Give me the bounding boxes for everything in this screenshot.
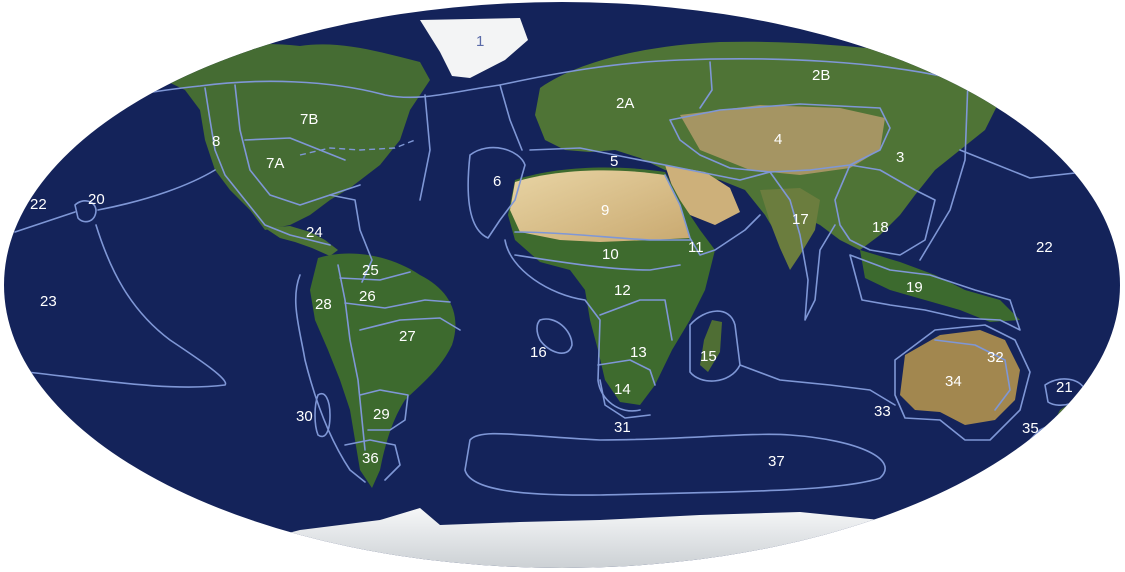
boundary-7a-7b-dashed xyxy=(299,139,416,156)
region-label-25: 25 xyxy=(362,262,379,279)
region-label-17: 17 xyxy=(792,211,809,228)
region-label-8: 8 xyxy=(212,133,220,150)
region-label-14: 14 xyxy=(614,381,631,398)
boundary-region-36 xyxy=(344,439,401,481)
boundary-south-america-inner xyxy=(337,264,366,451)
boundary-africa-east xyxy=(664,174,761,256)
region-label-33: 33 xyxy=(874,403,891,420)
region-label-26: 26 xyxy=(359,288,376,305)
region-label-16: 16 xyxy=(530,344,547,361)
region-label-21: 21 xyxy=(1056,379,1073,396)
region-label-10: 10 xyxy=(602,246,619,263)
boundary-pacific-northwest xyxy=(14,169,216,233)
boundary-australia-inner xyxy=(934,339,1011,411)
boundary-2a-2b xyxy=(699,61,713,109)
boundary-north-america-west xyxy=(204,87,331,246)
region-label-2b: 2B xyxy=(812,67,830,84)
india-landmass xyxy=(760,188,820,270)
greenland-landmass xyxy=(420,18,528,78)
southeast-asia-islands xyxy=(860,250,1020,322)
region-label-4: 4 xyxy=(774,131,782,148)
boundary-indian-ocean xyxy=(739,364,896,406)
arabia-landmass xyxy=(665,165,740,225)
region-label-18: 18 xyxy=(872,219,889,236)
region-label-2a: 2A xyxy=(616,95,634,112)
boundary-africa-central xyxy=(599,299,673,341)
region-label-30: 30 xyxy=(296,408,313,425)
region-label-3: 3 xyxy=(896,149,904,166)
central-america-landmass xyxy=(265,226,338,256)
boundary-region-31 xyxy=(599,379,651,419)
region-label-7a: 7A xyxy=(266,155,284,172)
region-label-28: 28 xyxy=(315,296,332,313)
region-label-22-east: 22 xyxy=(1036,239,1053,256)
central-asia-arid xyxy=(680,105,885,175)
region-label-9: 9 xyxy=(601,202,609,219)
boundary-region-29 xyxy=(359,389,409,431)
region-label-35: 35 xyxy=(1022,420,1039,437)
boundary-region-17 xyxy=(769,171,836,321)
region-boundaries xyxy=(9,58,1120,496)
boundary-region-20 xyxy=(74,200,97,223)
region-label-1: 1 xyxy=(476,33,484,50)
region-label-19: 19 xyxy=(906,279,923,296)
boundary-region-19 xyxy=(849,254,1021,331)
region-label-12: 12 xyxy=(614,282,631,299)
sahara-desert xyxy=(510,170,690,242)
boundary-region-27 xyxy=(359,317,461,331)
region-label-13: 13 xyxy=(630,344,647,361)
region-labels: 1 2A 2B 3 4 5 6 7A 7B 8 9 10 11 12 13 14… xyxy=(30,33,1073,470)
australia-landmass xyxy=(900,330,1020,425)
boundary-region-37 xyxy=(464,432,886,496)
region-label-34: 34 xyxy=(945,373,962,390)
region-label-15: 15 xyxy=(700,348,717,365)
region-label-32: 32 xyxy=(987,349,1004,366)
region-label-5: 5 xyxy=(610,153,618,170)
region-label-29: 29 xyxy=(373,406,390,423)
boundary-region-30 xyxy=(314,393,331,438)
boundary-atlantic-west-africa xyxy=(504,239,641,412)
boundary-region-16 xyxy=(536,318,573,354)
region-label-37: 37 xyxy=(768,453,785,470)
boundary-australia xyxy=(894,324,1031,441)
boundary-south-america-west xyxy=(294,274,366,483)
region-label-20: 20 xyxy=(88,191,105,208)
region-label-27: 27 xyxy=(399,328,416,345)
region-label-31: 31 xyxy=(614,419,631,436)
boundary-region-5 xyxy=(529,147,771,181)
boundary-7a-7b xyxy=(244,137,346,161)
boundary-gulf xyxy=(329,194,373,283)
region-label-36: 36 xyxy=(362,450,379,467)
boundary-region-23 xyxy=(9,224,227,388)
boundary-sahel-south xyxy=(514,254,681,271)
madagascar-landmass xyxy=(700,320,722,372)
boundary-sahara-south xyxy=(514,231,691,241)
boundary-region-18 xyxy=(834,164,936,256)
region-label-7b: 7B xyxy=(300,111,318,128)
boundary-africa-south xyxy=(597,359,656,386)
region-label-11: 11 xyxy=(688,239,704,256)
region-label-6: 6 xyxy=(493,173,501,190)
boundary-pacific-west-22 xyxy=(919,79,969,261)
north-america-landmass xyxy=(150,43,430,230)
boundary-region-6 xyxy=(467,146,526,239)
region-label-22-west: 22 xyxy=(30,196,47,213)
boundary-25-26 xyxy=(339,271,451,309)
region-label-23: 23 xyxy=(40,293,57,310)
region-label-24: 24 xyxy=(306,224,323,241)
boundary-greenland xyxy=(419,84,523,201)
